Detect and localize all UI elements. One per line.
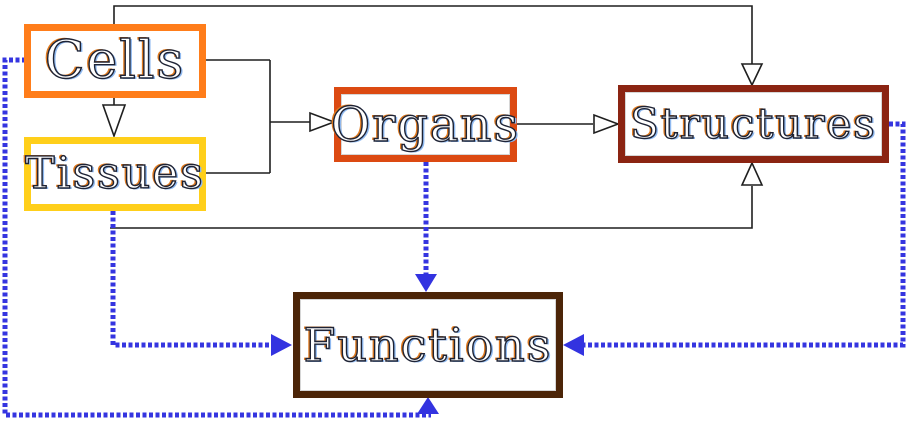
box-organs-label: Organs (330, 96, 521, 153)
box-tissues-label: Tissues (25, 148, 205, 199)
box-structures: Structures (618, 85, 889, 163)
connector-cells-to-tissues (101, 98, 127, 139)
box-functions-label: Functions (303, 318, 553, 372)
connector-tissues-to-functions-left (110, 211, 292, 356)
box-functions: Functions (293, 292, 563, 398)
connector-organs-to-structures (517, 113, 621, 135)
connector-tissues-to-structures-bottom (110, 161, 764, 229)
box-cells: Cells (24, 24, 206, 98)
connector-cells-tissues-merge-to-organs (206, 59, 337, 174)
box-organs: Organs (330, 87, 521, 162)
connector-cells-to-structures-top (113, 5, 764, 87)
box-structures-label: Structures (629, 99, 877, 148)
box-tissues: Tissues (24, 137, 206, 211)
connector-organs-to-functions (415, 162, 437, 292)
box-cells-label: Cells (44, 31, 186, 91)
